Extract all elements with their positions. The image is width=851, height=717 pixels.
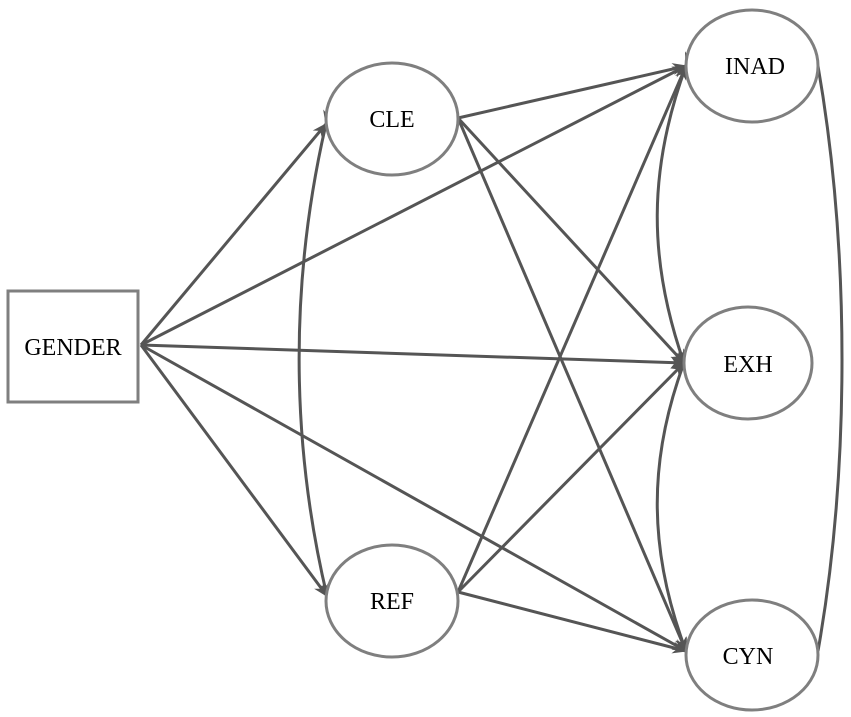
cov-inad-exh [655, 51, 697, 365]
gender-label: GENDER [24, 335, 121, 361]
exh-label: EXH [723, 352, 772, 378]
path-ref-to-inad [456, 64, 688, 593]
node-cyn: CYN [684, 598, 820, 712]
node-inad: INAD [684, 8, 820, 124]
path-gender-to-exh [140, 343, 686, 369]
directed-paths [139, 63, 688, 654]
path-gender-to-cyn [140, 343, 688, 653]
path-cle-to-exh [456, 116, 686, 365]
exh-ellipse [682, 305, 814, 421]
inad-label: INAD [725, 54, 785, 80]
path-ref-to-cyn [457, 590, 688, 654]
ref-label: REF [370, 589, 414, 615]
ref-ellipse [324, 543, 460, 659]
path-cle-to-cyn [456, 117, 688, 653]
cyn-ellipse [684, 598, 820, 712]
path-gender-to-cle [139, 122, 328, 346]
cle-ellipse [324, 61, 460, 177]
path-gender-to-ref [139, 344, 329, 598]
cle-label: CLE [369, 107, 414, 133]
cov-exh-cyn [655, 348, 695, 653]
node-ref: REF [324, 543, 460, 659]
path-ref-to-exh [456, 361, 686, 594]
cyn-label: CYN [723, 644, 774, 670]
covariance-curves [297, 51, 844, 653]
node-gender: GENDER [6, 289, 140, 404]
inad-ellipse [684, 8, 820, 124]
cov-inad-cyn [816, 65, 844, 652]
path-gender-to-inad [140, 64, 688, 347]
gender-box [6, 289, 140, 404]
node-cle: CLE [324, 61, 460, 177]
node-exh: EXH [682, 305, 814, 421]
cov-cle-ref [297, 109, 335, 598]
path-cle-to-inad [457, 63, 688, 120]
